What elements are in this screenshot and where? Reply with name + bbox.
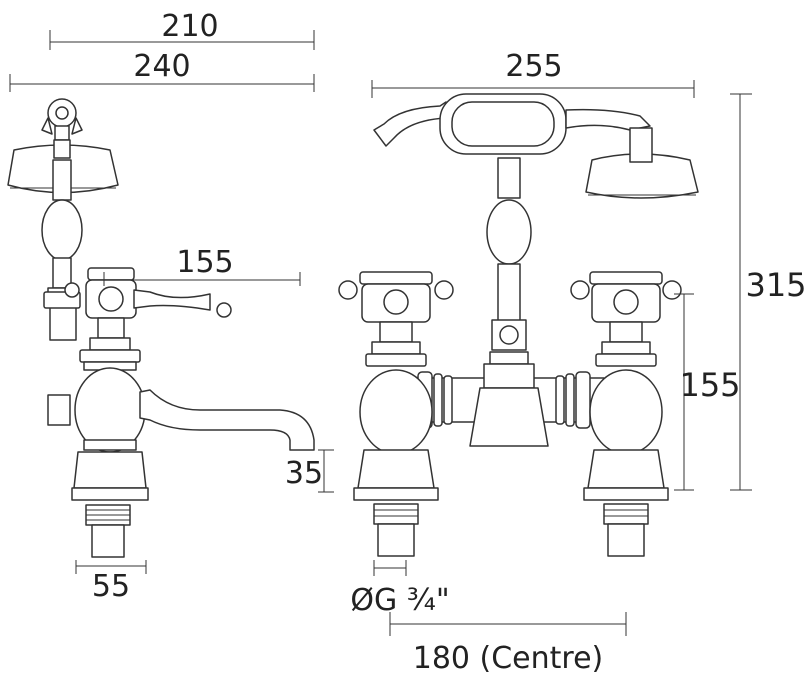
- dim-55: 55: [75, 560, 147, 604]
- side-handle: [64, 267, 232, 351]
- dim-255: 255: [371, 49, 695, 98]
- handset: [373, 93, 699, 199]
- dim-210: 210: [49, 9, 315, 50]
- dim-35: 35: [285, 449, 334, 493]
- side-view: 210 240 155 35 55: [7, 9, 334, 604]
- riser-pipe: [41, 159, 83, 426]
- dim-label-210: 210: [161, 9, 218, 44]
- front-bridge: [403, 363, 605, 447]
- left-valve: [338, 271, 454, 557]
- dim-label-240: 240: [133, 49, 190, 84]
- dim-body-height: 155: [674, 293, 741, 491]
- dim-centres: 180 (Centre): [389, 612, 627, 676]
- dim-label-155-reach: 155: [176, 245, 233, 280]
- side-tail: [85, 504, 131, 558]
- dim-240: 240: [9, 49, 315, 92]
- right-valve: [570, 271, 682, 557]
- side-spout: [139, 389, 315, 451]
- front-view: 255 315 155 ØG ¾" 180 (Centre): [338, 49, 807, 676]
- dim-label-inlet: ØG ¾": [350, 583, 449, 618]
- dim-spout-reach: 155: [103, 245, 301, 286]
- dim-label-centres: 180 (Centre): [413, 641, 604, 676]
- dim-label-315: 315: [745, 266, 806, 304]
- front-riser: [486, 157, 532, 365]
- dim-label-255: 255: [505, 49, 562, 84]
- dim-label-55: 55: [92, 569, 130, 604]
- dim-label-155-height: 155: [679, 366, 740, 404]
- dim-label-35: 35: [285, 456, 323, 491]
- side-valve-body: [71, 349, 149, 501]
- dim-315: 315: [730, 93, 807, 491]
- dim-inlet: ØG ¾": [350, 560, 450, 618]
